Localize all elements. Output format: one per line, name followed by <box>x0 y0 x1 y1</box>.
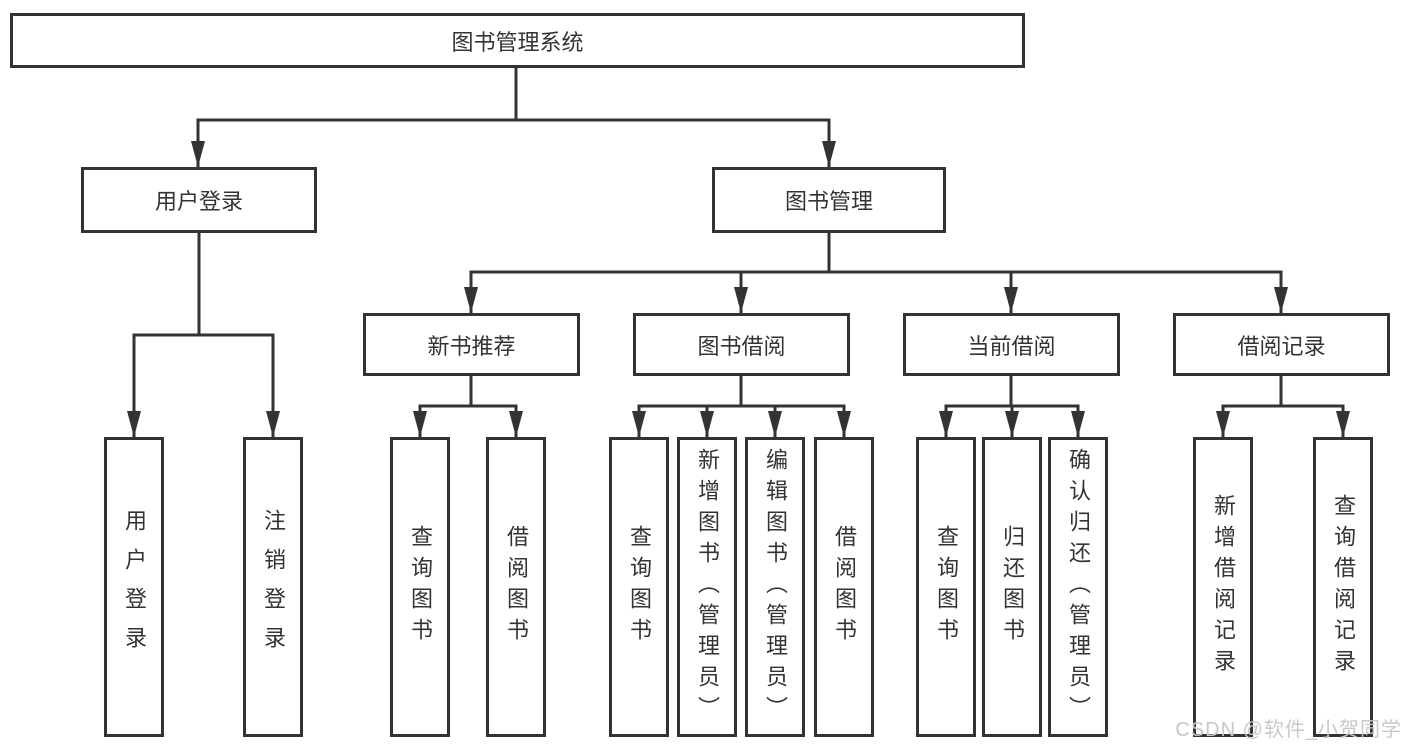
connector-user-login-children <box>127 233 280 437</box>
connector-root-to-level2 <box>191 68 836 167</box>
node-book-borrowing: 图书借阅 <box>633 313 850 376</box>
leaf-query-books-1: 查询图书 <box>390 437 450 737</box>
node-user-login: 用户登录 <box>81 167 317 233</box>
leaf-borrow-books-2-label: 借阅图书 <box>832 525 857 649</box>
leaf-logout-label: 注销登录 <box>261 509 286 665</box>
leaf-query-books-2: 查询图书 <box>609 437 669 737</box>
node-book-management-label: 图书管理 <box>784 189 873 214</box>
node-book-borrowing-label: 图书借阅 <box>697 333 786 359</box>
node-user-login-label: 用户登录 <box>154 189 243 214</box>
node-book-management: 图书管理 <box>712 167 946 233</box>
leaf-return-books: 归还图书 <box>982 437 1042 737</box>
leaf-query-books-1-label: 查询图书 <box>408 525 433 649</box>
leaf-confirm-return-admin: 确认归还（管理员） <box>1048 437 1108 737</box>
leaf-add-borrow-record: 新增借阅记录 <box>1193 437 1253 737</box>
leaf-query-borrow-record: 查询借阅记录 <box>1313 437 1373 737</box>
connector-borrowing-children <box>632 376 851 437</box>
leaf-borrow-books-1-label: 借阅图书 <box>504 525 529 649</box>
leaf-query-borrow-record-label: 查询借阅记录 <box>1331 494 1356 680</box>
leaf-user-login: 用户登录 <box>104 437 164 737</box>
node-borrowing-records: 借阅记录 <box>1173 313 1390 376</box>
leaf-query-books-2-label: 查询图书 <box>627 525 652 649</box>
leaf-borrow-books-2: 借阅图书 <box>814 437 874 737</box>
leaf-add-borrow-record-label: 新增借阅记录 <box>1211 494 1236 680</box>
connector-current-children <box>939 376 1085 437</box>
leaf-query-books-3-label: 查询图书 <box>934 525 959 649</box>
node-current-borrowing-label: 当前借阅 <box>967 333 1056 359</box>
connector-records-children <box>1216 376 1350 437</box>
leaf-user-login-label: 用户登录 <box>122 509 147 665</box>
leaf-add-books-admin: 新增图书（管理员） <box>677 437 737 737</box>
leaf-logout: 注销登录 <box>243 437 303 737</box>
leaf-edit-books-admin-label: 编辑图书（管理员） <box>763 447 788 727</box>
node-new-book-recommend: 新书推荐 <box>363 313 580 376</box>
leaf-edit-books-admin: 编辑图书（管理员） <box>745 437 805 737</box>
connector-new-books-children <box>413 376 523 437</box>
connector-book-mgmt-children <box>464 233 1288 313</box>
node-root-label: 图书管理系统 <box>451 29 584 55</box>
node-new-book-recommend-label: 新书推荐 <box>427 333 516 359</box>
leaf-query-books-3: 查询图书 <box>916 437 976 737</box>
leaf-add-books-admin-label: 新增图书（管理员） <box>695 447 720 727</box>
leaf-borrow-books-1: 借阅图书 <box>486 437 546 737</box>
node-current-borrowing: 当前借阅 <box>903 313 1120 376</box>
node-root-system: 图书管理系统 <box>10 13 1025 68</box>
leaf-confirm-return-admin-label: 确认归还（管理员） <box>1066 447 1091 727</box>
node-borrowing-records-label: 借阅记录 <box>1237 333 1326 359</box>
csdn-watermark: CSDN @软件_小贺同学 <box>1175 719 1402 741</box>
leaf-return-books-label: 归还图书 <box>1000 525 1025 649</box>
